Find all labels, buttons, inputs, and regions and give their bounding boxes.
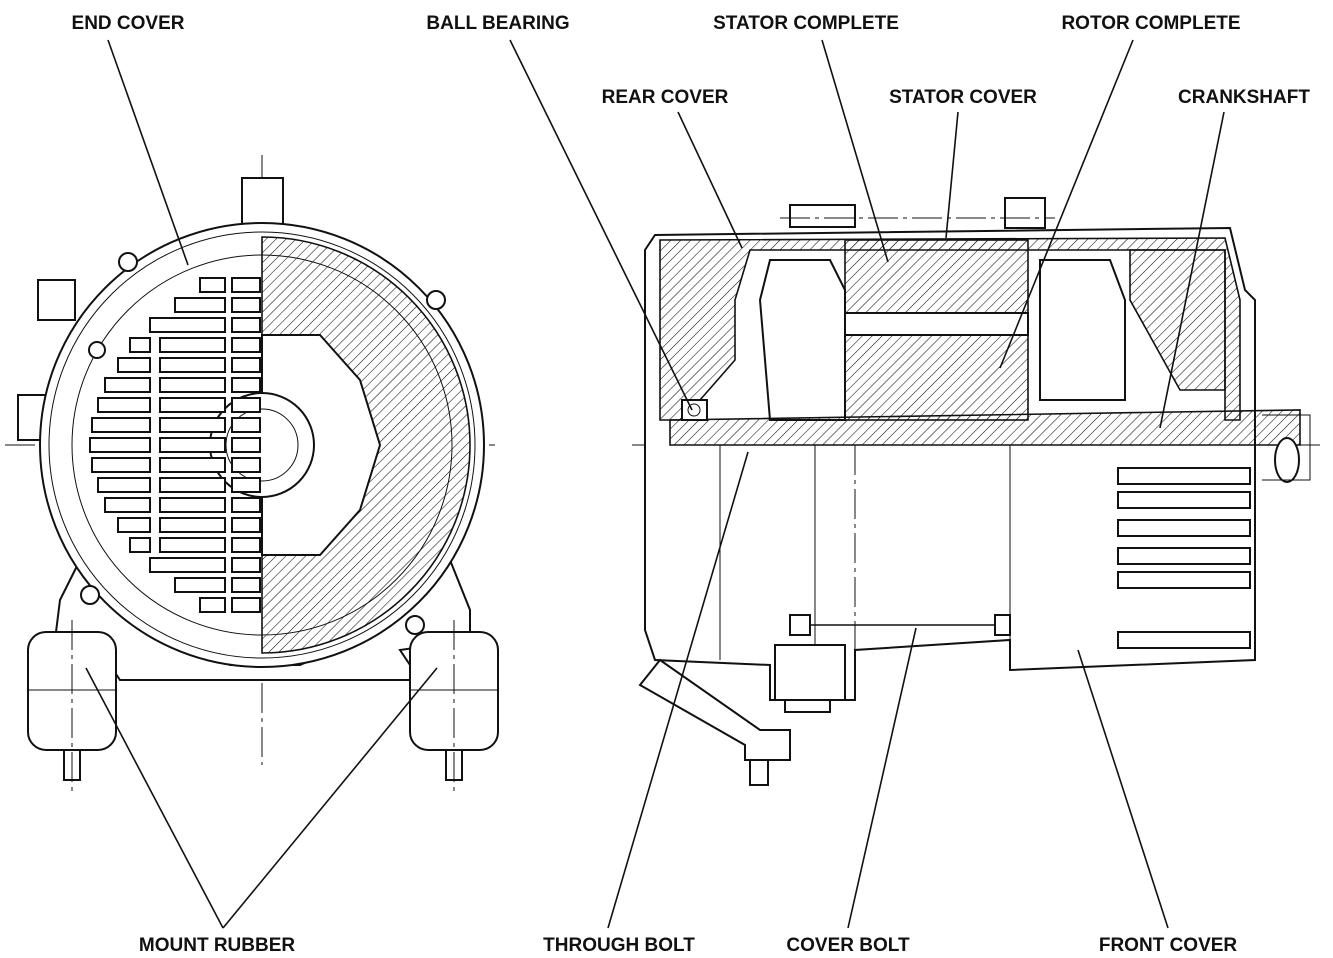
label-front-cover: FRONT COVER [1099, 935, 1238, 956]
leader-front-cover [1077, 649, 1169, 929]
label-stator-cover: STATOR COVER [889, 87, 1037, 108]
label-ball-bearing: BALL BEARING [426, 13, 569, 34]
leader-ball-bearing [509, 39, 693, 411]
stator-complete-upper [844, 239, 1029, 314]
front-fan-blade [1129, 249, 1226, 391]
shaft-end [1274, 437, 1300, 483]
bracket-stud [749, 759, 769, 786]
rotor-cavity-left [758, 259, 846, 421]
top-bolt-block-left [789, 204, 856, 228]
bearing-ball [687, 403, 701, 417]
mount-rubber-right [409, 620, 499, 795]
crankshaft [669, 409, 1301, 446]
end-view [5, 155, 499, 795]
label-rotor-complete: ROTOR COMPLETE [1061, 13, 1240, 34]
front-cover-slots [1117, 467, 1251, 649]
ball-bearing [681, 399, 708, 421]
cover-ring-edge [71, 254, 453, 636]
label-crankshaft: CRANKSHAFT [1178, 87, 1310, 108]
mount-rubber-left [27, 620, 117, 795]
leader-rotor-complete [999, 39, 1134, 369]
rotor-complete-core [844, 334, 1029, 421]
end-housing-inner [48, 231, 476, 659]
label-rear-cover: REAR COVER [602, 87, 729, 108]
end-cover-grille [89, 277, 261, 613]
lower-bracket-block [774, 644, 846, 701]
leader-mount-rubber-left [85, 667, 224, 929]
lower-bracket-nut [784, 699, 831, 713]
leader-cover-bolt [847, 627, 917, 929]
part-labels: END COVER BALL BEARING STATOR COMPLETE R… [72, 13, 1311, 956]
side-section-view [632, 197, 1320, 786]
fan-cavity [1039, 259, 1126, 401]
cover-bolt-nut [994, 614, 1011, 636]
leader-rear-cover [677, 111, 743, 249]
label-end-cover: END COVER [72, 13, 185, 34]
leader-crankshaft [1159, 111, 1225, 429]
leader-stator-cover [945, 111, 959, 239]
inner-cavity [261, 334, 382, 556]
label-stator-complete: STATOR COMPLETE [713, 13, 899, 34]
shaft-stub [1262, 414, 1311, 481]
left-ear [37, 279, 76, 321]
leader-mount-rubber-right [222, 667, 438, 929]
leader-end-cover [107, 39, 189, 266]
top-bolt-block-right [1004, 197, 1046, 229]
label-mount-rubber: MOUNT RUBBER [139, 935, 295, 956]
leader-lines [85, 39, 1225, 929]
mount-bracket [638, 658, 791, 761]
leader-through-bolt [607, 451, 749, 929]
leader-stator-complete [821, 39, 889, 263]
label-cover-bolt: COVER BOLT [786, 935, 910, 956]
end-view-screws [80, 252, 446, 635]
label-through-bolt: THROUGH BOLT [543, 935, 695, 956]
stator-gap [844, 312, 1029, 336]
cover-bolt-head [789, 614, 811, 636]
